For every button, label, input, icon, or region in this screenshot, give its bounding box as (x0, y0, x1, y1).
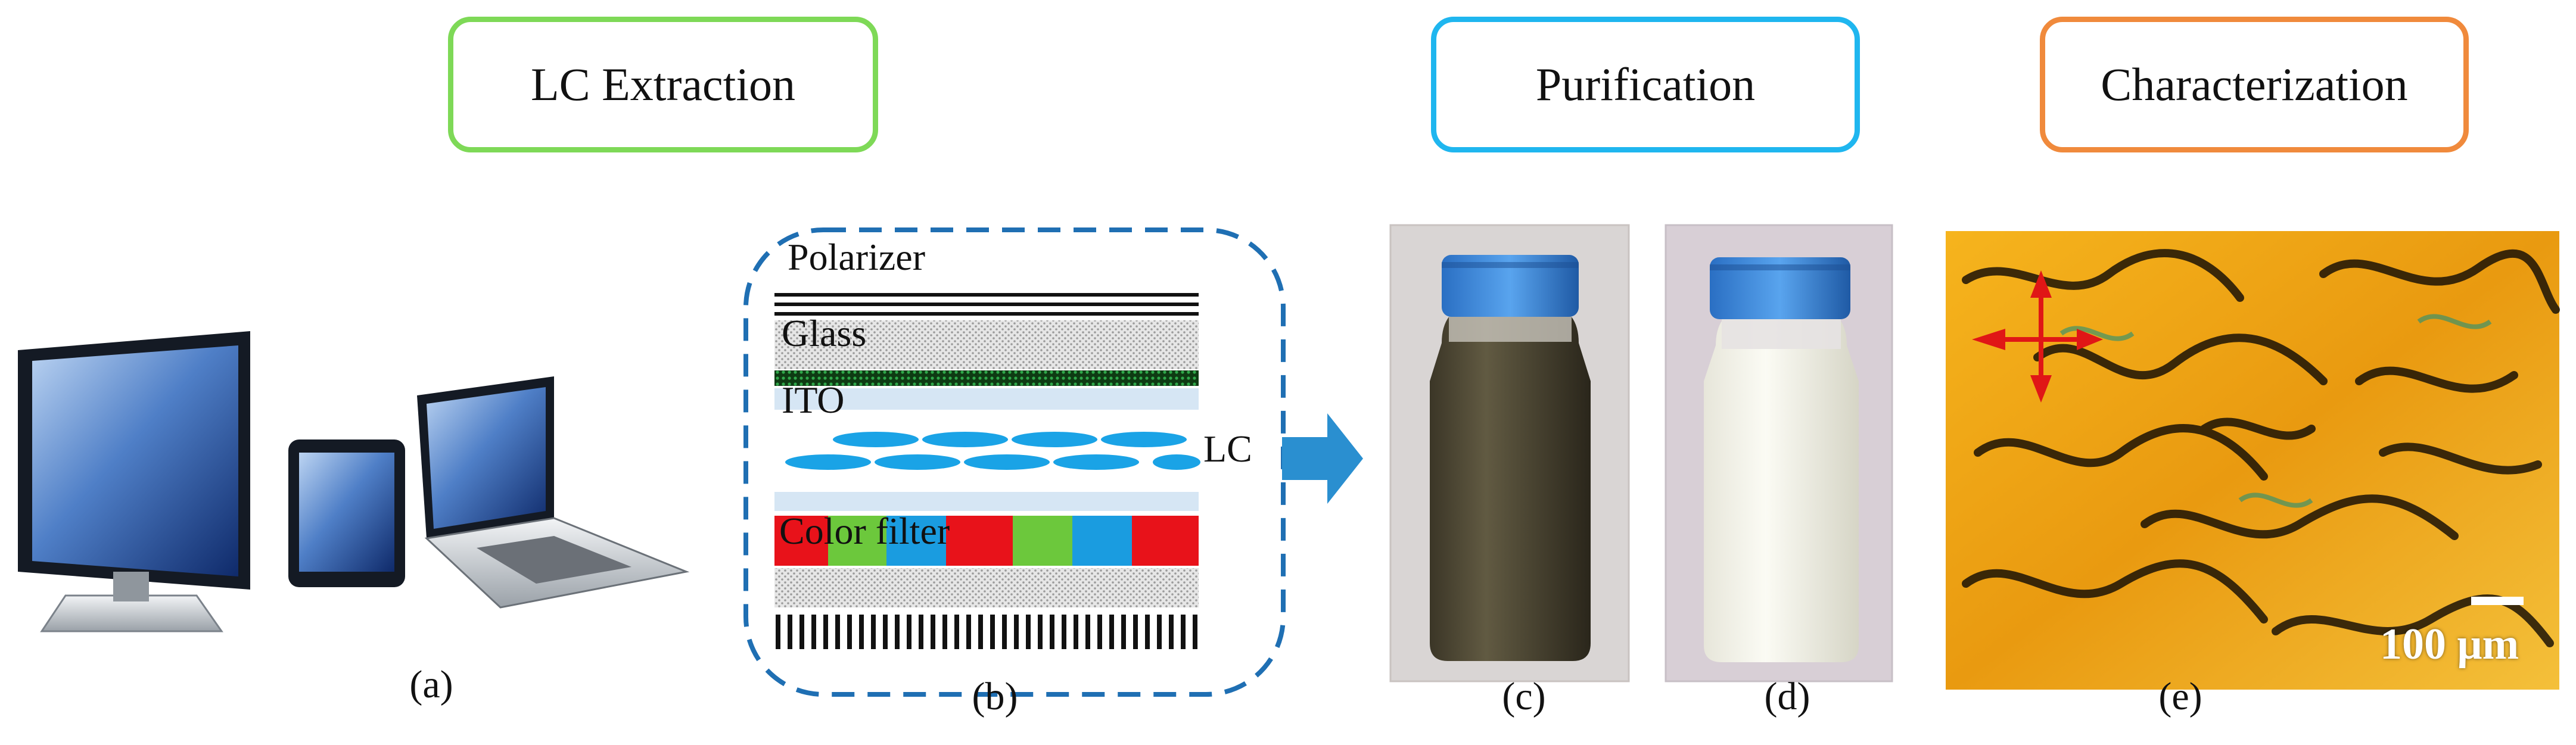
panel-label-b: (b) (972, 675, 1018, 718)
panel-label-e: (e) (2158, 675, 2202, 718)
lcd-cross-section (743, 227, 1286, 697)
layer-label-ito: ITO (782, 379, 845, 421)
panel-label-c: (c) (1502, 675, 1546, 718)
panel-label-a: (a) (409, 663, 453, 706)
step-lc-extraction-label: LC Extraction (530, 58, 796, 110)
process-arrow (1282, 413, 1363, 504)
scale-bar-label: 100 μm (2380, 620, 2519, 669)
polarized-micrograph (1946, 231, 2560, 690)
purified-lc-bottle-photo (1665, 224, 1893, 682)
panel-label-d: (d) (1764, 675, 1810, 718)
layer-label-lc: LC (1203, 428, 1252, 470)
layer-label-glass: Glass (782, 312, 867, 354)
step-lc-extraction: LC Extraction (448, 17, 878, 152)
step-purification-label: Purification (1535, 58, 1756, 110)
layer-label-polarizer: Polarizer (788, 236, 925, 278)
step-characterization: Characterization (2040, 17, 2469, 152)
crude-lc-bottle-photo (1389, 224, 1630, 682)
step-purification: Purification (1431, 17, 1860, 152)
layer-label-color-filter: Color filter (779, 510, 950, 552)
step-characterization-label: Characterization (2101, 58, 2408, 110)
devices-illustration (18, 331, 690, 632)
